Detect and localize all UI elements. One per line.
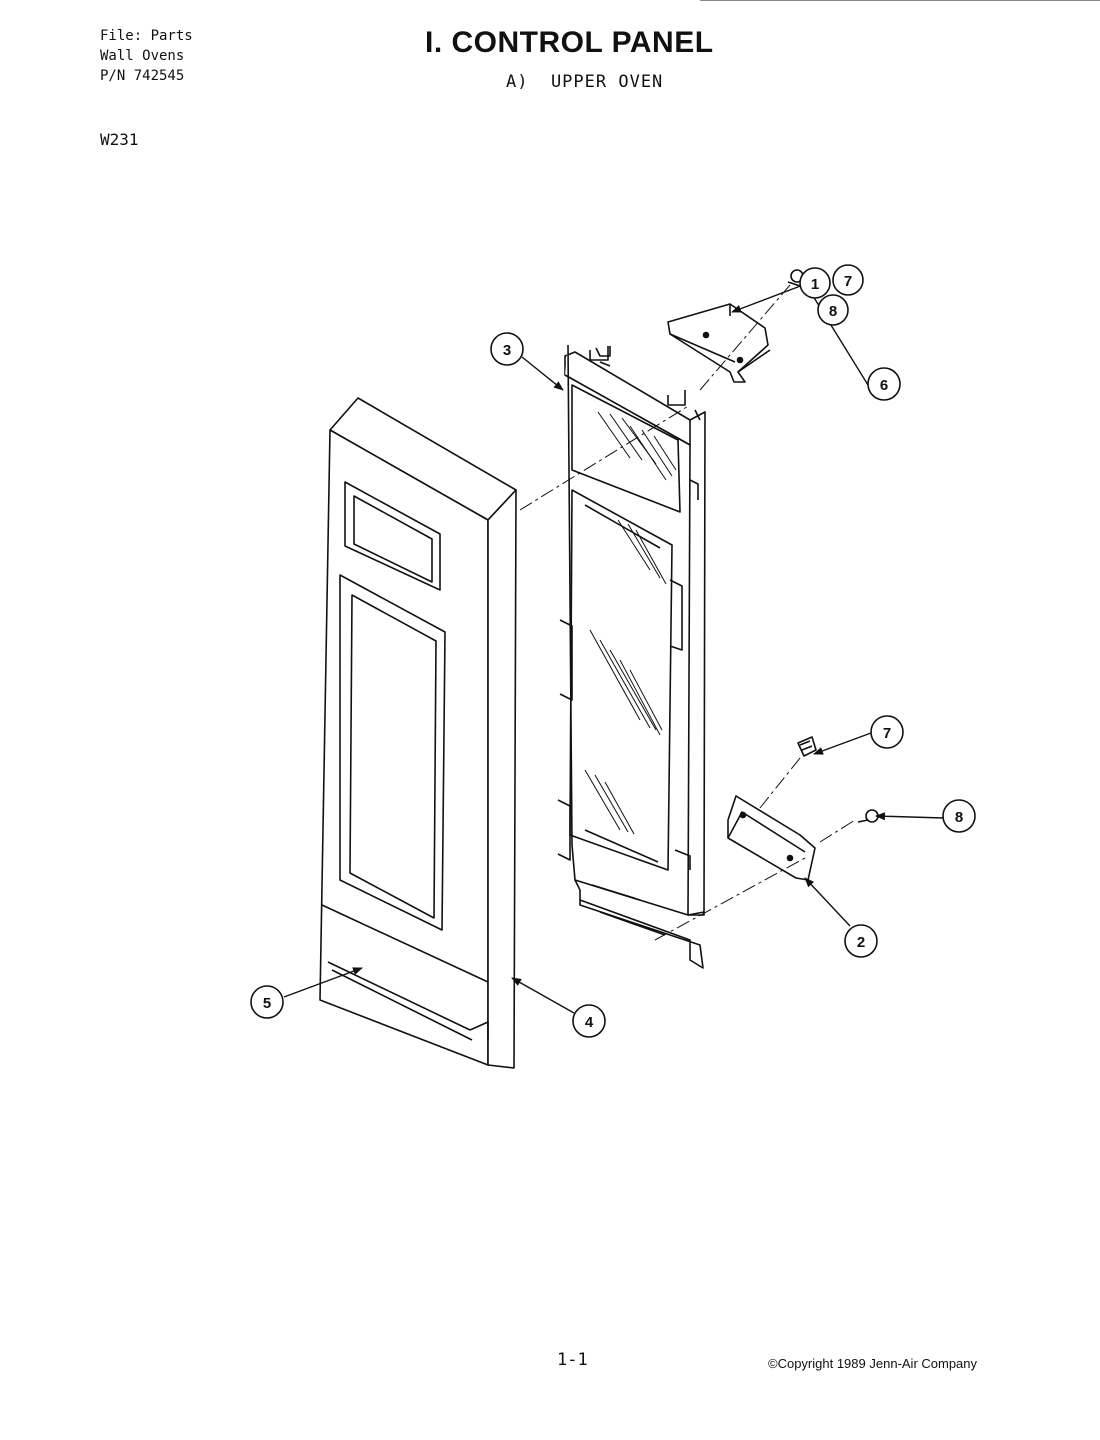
- page-title: I. CONTROL PANEL: [425, 26, 714, 59]
- part-number-label: P/N 742545: [100, 68, 185, 84]
- leader-arrows: [283, 282, 945, 1014]
- top-bracket: [667, 303, 771, 383]
- callout-label-7: 7: [883, 725, 891, 742]
- page-subtitle: A) UPPER OVEN: [506, 72, 664, 92]
- callout-label-3: 3: [503, 342, 511, 359]
- control-panel-back: [557, 344, 706, 969]
- callout-label-5: 5: [263, 995, 271, 1012]
- callout-label-4: 4: [585, 1014, 594, 1031]
- model-number: W231: [100, 130, 139, 149]
- bottom-bracket: [727, 795, 816, 881]
- callout-circle-6: [867, 367, 901, 401]
- callout-circle-2: [844, 924, 878, 958]
- callout-label-2: 2: [857, 934, 865, 951]
- callout-label-7-top: 7: [844, 273, 852, 290]
- callout-circle-8: [942, 799, 976, 833]
- callout-label-6: 6: [880, 377, 888, 394]
- assembly-lines: [519, 284, 856, 941]
- copyright-notice: ©Copyright 1989 Jenn-Air Company: [768, 1356, 978, 1371]
- callout-circle-1: [799, 267, 831, 299]
- callout-circle-7-top: [832, 264, 864, 296]
- callout-label-8: 8: [955, 809, 963, 826]
- product-label: Wall Ovens: [100, 48, 185, 64]
- callout-circle-7: [870, 715, 904, 749]
- callout-circle-4: [572, 1004, 606, 1038]
- screw-part-7: [797, 736, 817, 757]
- page-number: 1-1: [557, 1350, 588, 1370]
- callout-label-8-top: 8: [829, 303, 837, 320]
- glass-hatching: [584, 411, 677, 835]
- screw-part-8: [857, 809, 879, 823]
- top-rule: [700, 0, 1100, 1]
- callout-label-1: 1: [811, 276, 819, 293]
- callout-circle-5: [250, 985, 284, 1019]
- control-panel-front: [319, 397, 517, 1069]
- callout-circle-8-top: [817, 294, 849, 326]
- file-label: File: Parts: [100, 28, 193, 44]
- callout-circle-3: [490, 332, 524, 366]
